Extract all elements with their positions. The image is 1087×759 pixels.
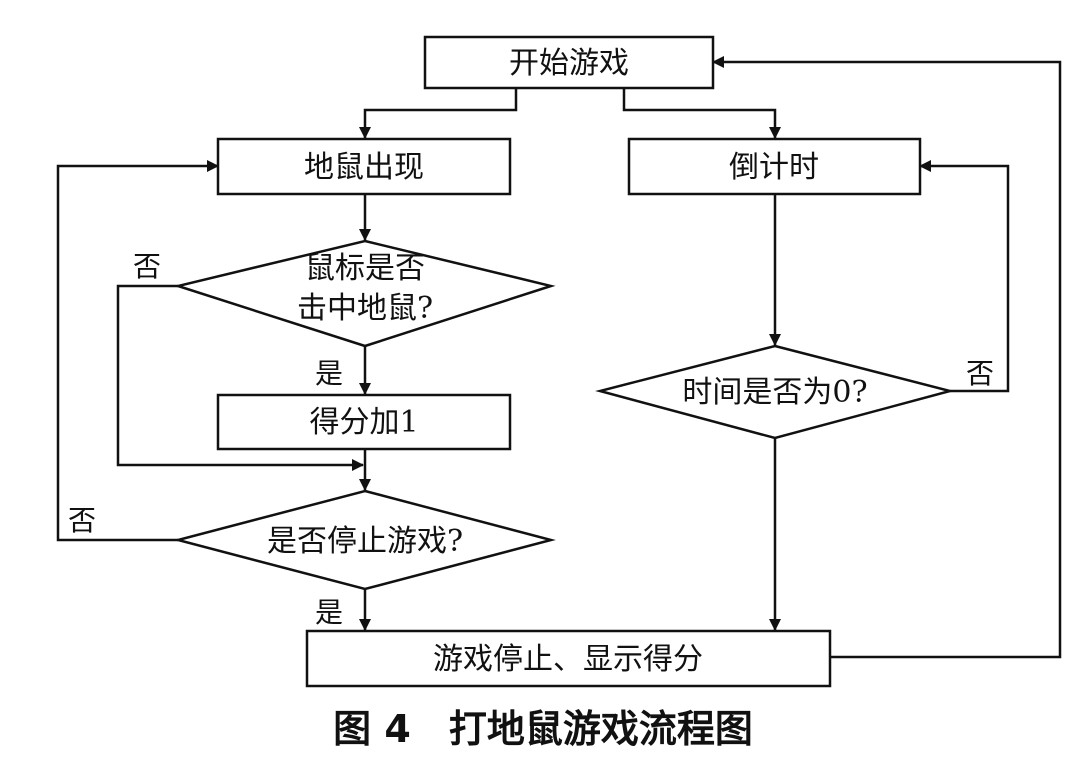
node-stop-label: 是否停止游戏? bbox=[267, 524, 463, 559]
edges bbox=[56, 56, 1062, 659]
edge-end-to-start bbox=[712, 56, 1062, 659]
label-stop-yes: 是 bbox=[315, 596, 343, 629]
node-time-label: 时间是否为0? bbox=[682, 375, 867, 410]
edge-stop-no-to-mole bbox=[56, 160, 219, 542]
figure-caption: 图 4 打地鼠游戏流程图 bbox=[333, 707, 753, 751]
node-end bbox=[305, 629, 832, 688]
nodes: 开始游戏 地鼠出现 倒计时 鼠标是否 击中地鼠? 得分加1 时间是否为0? 是否… bbox=[173, 35, 955, 688]
node-end-label: 游戏停止、显示得分 bbox=[433, 642, 703, 677]
edge-start-to-mole bbox=[359, 88, 518, 139]
node-hit-label-line2: 击中地鼠? bbox=[297, 291, 433, 326]
edge-hit-no-to-merge bbox=[116, 284, 364, 471]
node-countdown-label: 倒计时 bbox=[729, 150, 819, 185]
node-mole bbox=[216, 137, 512, 196]
edge-time-no-to-countdown bbox=[919, 160, 1010, 393]
node-score-label: 得分加1 bbox=[309, 405, 418, 440]
node-score bbox=[216, 393, 512, 451]
node-start-label: 开始游戏 bbox=[509, 46, 629, 81]
node-start bbox=[423, 35, 715, 90]
node-countdown bbox=[627, 137, 922, 196]
node-hit-label-line1: 鼠标是否 bbox=[305, 251, 425, 286]
label-time-no: 否 bbox=[966, 357, 994, 390]
node-time-decision bbox=[595, 344, 955, 440]
node-hit-decision bbox=[173, 239, 556, 348]
node-mole-label: 地鼠出现 bbox=[304, 150, 424, 185]
label-hit-yes: 是 bbox=[315, 357, 343, 390]
label-stop-no: 否 bbox=[68, 504, 96, 537]
edge-start-to-countdown bbox=[622, 88, 781, 139]
label-hit-no: 否 bbox=[133, 250, 161, 283]
node-stop-decision bbox=[173, 489, 556, 591]
edge-labels: 否 是 否 是 否 bbox=[68, 250, 994, 629]
